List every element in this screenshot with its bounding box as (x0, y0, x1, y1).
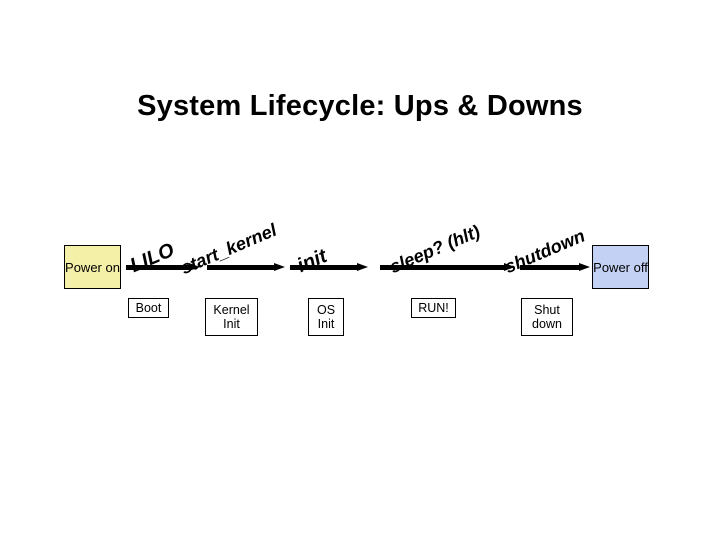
stage-label-boot: Boot (135, 301, 162, 315)
transition-label-lilo: LILO (127, 239, 178, 278)
power-on-box: Power on (64, 245, 121, 289)
arrow-shaft (290, 265, 357, 270)
power-off-label: Power off (593, 259, 648, 275)
stage-label-kernel-init: Kernel Init (213, 303, 250, 331)
arrow-shaft (380, 265, 504, 270)
arrow-shaft (520, 265, 579, 270)
arrow-head (189, 263, 200, 271)
arrow-boot-to-kernel-init (207, 263, 285, 272)
page-title: System Lifecycle: Ups & Downs (137, 90, 583, 122)
arrow-os-init-to-run (380, 263, 515, 272)
stage-label-os-init: OS Init (316, 303, 336, 331)
stage-box-kernel-init: Kernel Init (205, 298, 258, 336)
arrow-power-on-to-boot (126, 263, 200, 272)
stage-box-os-init: OS Init (308, 298, 344, 336)
stage-box-shut-down: Shut down (521, 298, 573, 336)
arrow-head (357, 263, 368, 271)
arrow-head (504, 263, 515, 271)
arrow-head (274, 263, 285, 271)
arrow-run-to-power-off (520, 263, 590, 272)
arrow-shaft (126, 265, 189, 270)
transition-label-init: init (294, 245, 331, 278)
power-on-label: Power on (65, 259, 120, 275)
stage-label-run: RUN! (418, 301, 449, 315)
arrow-shaft (207, 265, 274, 270)
power-off-box: Power off (592, 245, 649, 289)
stage-box-boot: Boot (128, 298, 169, 318)
stage-label-shut-down: Shut down (532, 303, 562, 331)
stage-box-run: RUN! (411, 298, 456, 318)
arrow-kernel-init-to-os-init (290, 263, 368, 272)
arrow-head (579, 263, 590, 271)
